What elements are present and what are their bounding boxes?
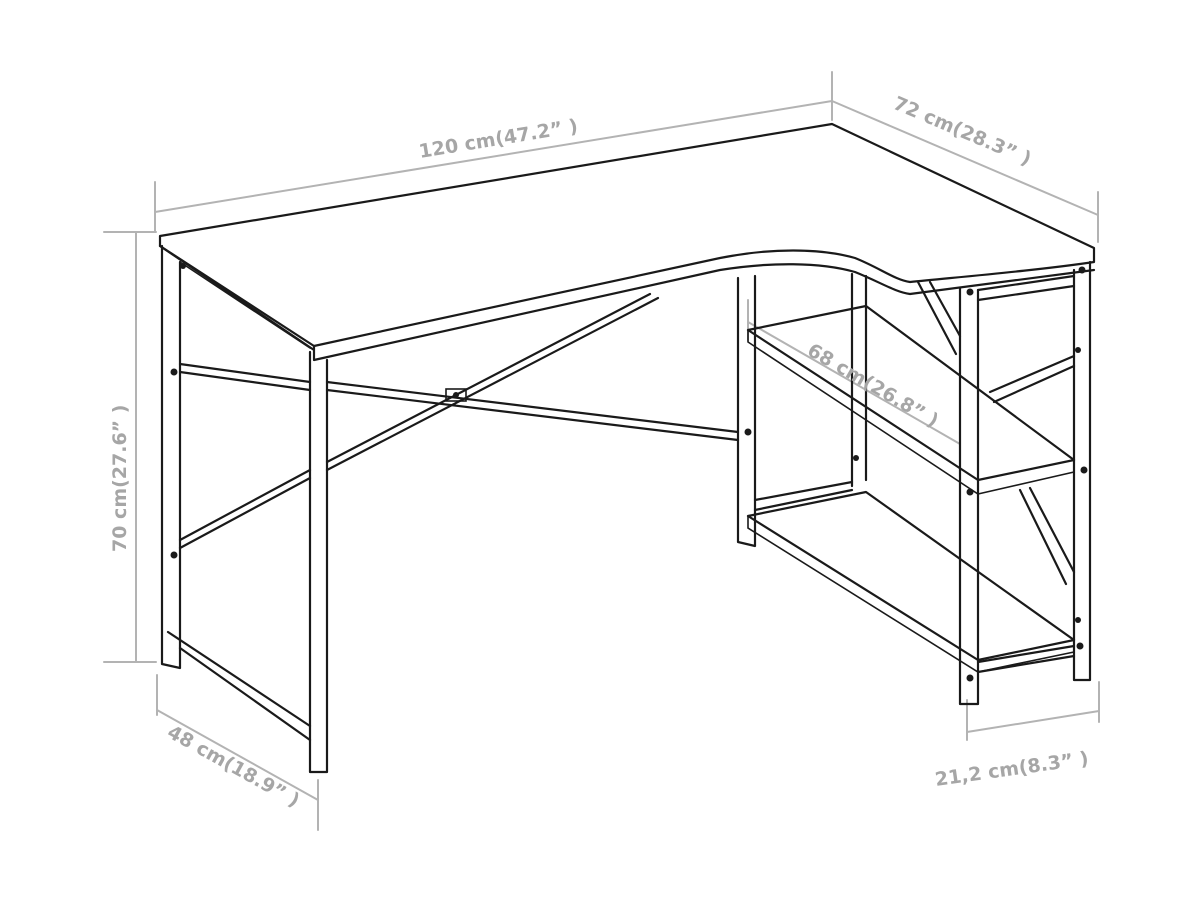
depth-dimension-line (831, 100, 1099, 216)
shelf-bolt-5 (1080, 466, 1088, 474)
shelf-unit (736, 260, 1092, 706)
shelf-rear-brace (916, 280, 962, 356)
shelf-bolt-7 (744, 428, 752, 436)
desk-top (158, 122, 1096, 362)
brace-connector (445, 388, 467, 402)
shelf-front-right-leg (1072, 260, 1092, 682)
shelf-bottom-board-edge (747, 515, 1075, 674)
left-depth-dimension-line (156, 709, 319, 801)
rear-brace-a (325, 380, 740, 442)
height-label: 70 cm(27.6” ) (109, 405, 131, 552)
shelf-side-brace-2 (1018, 486, 1076, 586)
shelf-bolt-1 (966, 288, 974, 296)
dimension-lines (103, 71, 1100, 831)
shelf-bolt-8 (1075, 347, 1081, 353)
shelf-bolt-9 (1075, 617, 1081, 623)
width-dimension-line (154, 100, 833, 213)
shelf-depth-dimension-line (747, 321, 961, 445)
shelf-front-left-leg (958, 286, 980, 706)
shelf-bottom-front-rail (976, 644, 1076, 674)
left-bolt-3 (180, 263, 186, 269)
shelf-bolt-2 (966, 488, 974, 496)
left-bottom-rail (166, 630, 312, 742)
shelf-back-left-leg (736, 274, 757, 548)
left-bolt-2 (170, 551, 178, 559)
shelf-bottom-board (746, 490, 1076, 662)
shelf-width-label: 21,2 cm(8.3” ) (934, 748, 1090, 791)
rear-brace-b (325, 292, 660, 472)
shelf-rear-bottom-brace (753, 480, 854, 512)
rear-x-brace (325, 292, 740, 472)
left-back-leg (160, 244, 182, 670)
shelf-bolt-6 (1076, 642, 1084, 650)
shelf-front-top-rail (976, 274, 1076, 302)
shelf-side-brace-1 (988, 354, 1076, 404)
left-frame (160, 244, 329, 774)
shelf-middle-board (746, 304, 1076, 482)
desktop-front-edge (158, 244, 1096, 362)
dimension-labels: 120 cm(47.2” ) 72 cm(28.3” ) 70 cm(27.6”… (109, 92, 1090, 812)
desktop-surface (158, 122, 1096, 348)
shelf-width-dimension-line (966, 710, 1100, 733)
left-depth-label: 48 cm(18.9” ) (164, 721, 304, 812)
left-side-x-brace (178, 362, 312, 550)
brace-bolt (453, 392, 459, 398)
shelf-bolt-10 (853, 455, 859, 461)
shelf-bolt-3 (966, 674, 974, 682)
shelf-middle-board-edge (747, 329, 1075, 496)
shelf-bolt-4 (1078, 266, 1086, 274)
shelf-depth-label: 68 cm(26.8” ) (804, 339, 943, 432)
left-bolt-1 (170, 368, 178, 376)
left-front-leg (308, 350, 329, 774)
left-top-rail (179, 261, 311, 349)
depth-label: 72 cm(28.3” ) (890, 92, 1034, 170)
